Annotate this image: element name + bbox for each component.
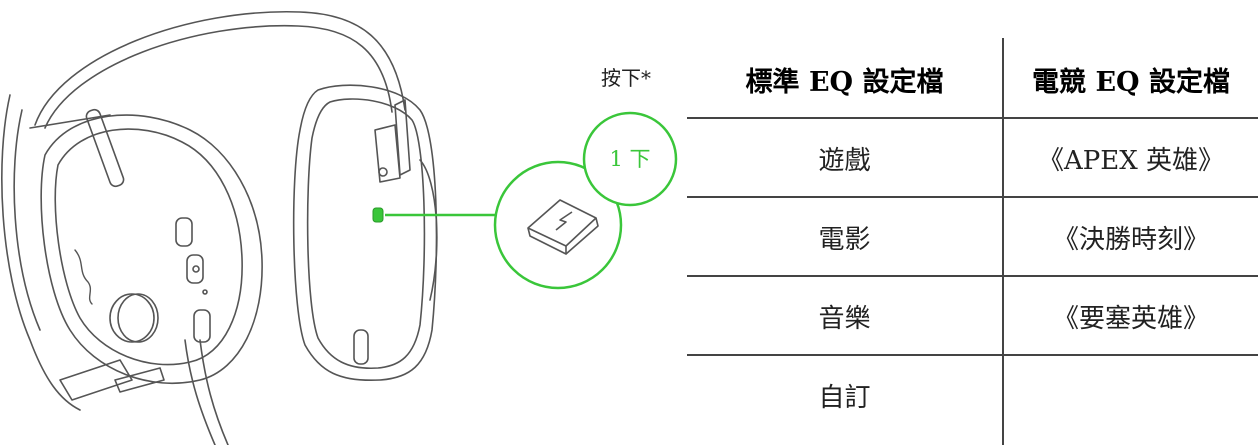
header-standard-eq: 標準 EQ 設定檔 [745, 67, 944, 98]
cell-esports-cod: 《決勝時刻》 [1052, 225, 1209, 255]
cell-esports-apex: 《APEX 英雄》 [1037, 146, 1225, 176]
header-esports-eq: 電競 EQ 設定檔 [1032, 67, 1230, 98]
cell-standard-music: 音樂 [818, 304, 871, 334]
column-divider [1002, 38, 1004, 445]
eq-profile-table: 標準 EQ 設定檔 電競 EQ 設定檔 遊戲 《APEX 英雄》 電影 《決勝時… [687, 38, 1258, 445]
press-count: 1 下 [609, 147, 651, 171]
headset-illustration [1, 11, 678, 445]
row-divider [687, 117, 1258, 119]
press-count-badge [582, 111, 678, 207]
row-divider [687, 275, 1258, 277]
cell-esports-fortnite: 《要塞英雄》 [1052, 304, 1209, 334]
press-instruction-label: 按下* [601, 66, 651, 90]
cell-standard-game: 遊戲 [818, 146, 871, 176]
cell-standard-custom: 自訂 [818, 383, 871, 413]
row-divider [687, 354, 1258, 356]
cell-standard-movie: 電影 [818, 225, 871, 255]
row-divider [687, 196, 1258, 198]
